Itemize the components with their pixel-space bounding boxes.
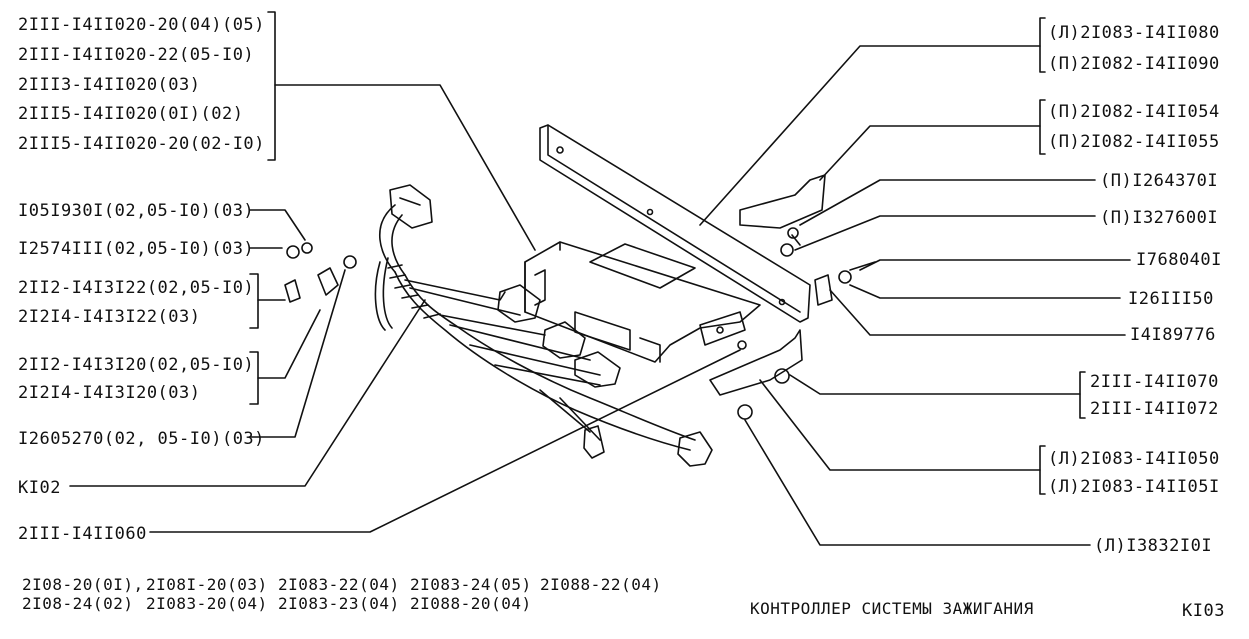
part-number: (Л)I3832I0I [1094, 536, 1213, 556]
part-number: 2III3-I4II020(03) [18, 75, 201, 95]
wiring-harness [374, 184, 713, 467]
part-number: 2III-I4II070 [1090, 372, 1219, 392]
part-number: (Л)2I083-I4II050 [1048, 449, 1220, 469]
part-number: 2I2I4-I4I3I22(03) [18, 307, 201, 327]
model-code: 2I083-23(04) [278, 594, 400, 613]
part-number: 2III-I4II072 [1090, 399, 1219, 419]
part-number: I4I89776 [1130, 325, 1216, 345]
mounting-plate [539, 124, 811, 323]
model-code: 2I083-20(04) [146, 594, 268, 613]
part-number: I768040I [1136, 250, 1222, 270]
part-number: 2III5-I4II020(0I)(02) [18, 104, 244, 124]
part-number: I26III50 [1128, 289, 1214, 309]
model-code: 2I083-24(05) [410, 575, 532, 594]
part-number: I2574III(02,05-I0)(03) [18, 239, 255, 259]
controller-unit [524, 241, 761, 363]
part-number: 2I2I4-I4I3I20(03) [18, 383, 201, 403]
model-code: 2I088-20(04) [410, 594, 532, 613]
small-hardware-right [709, 174, 876, 420]
model-code: 2I08-20(0I), [22, 575, 144, 594]
part-number: I05I930I(02,05-I0)(03) [18, 201, 255, 221]
part-number: (П)I264370I [1100, 171, 1219, 191]
part-number: 2II2-I4I3I20(02,05-I0) [18, 355, 255, 375]
part-number: 2III-I4II020-22(05-I0) [18, 45, 255, 65]
model-code: 2I08I-20(03) [146, 575, 268, 594]
part-number: (П)2I082-I4II055 [1048, 132, 1220, 152]
model-code: 2I083-22(04) [278, 575, 400, 594]
part-number: I2605270(02, 05-I0)(03) [18, 429, 265, 449]
part-number: (П)2I082-I4II090 [1048, 54, 1220, 74]
part-number: (П)2I082-I4II054 [1048, 102, 1220, 122]
part-number: (Л)2I083-I4II080 [1048, 23, 1220, 43]
part-number: 2III-I4II060 [18, 524, 147, 544]
part-number: (П)I327600I [1100, 208, 1219, 228]
model-code: 2I088-22(04) [540, 575, 662, 594]
small-hardware-left [284, 242, 357, 303]
part-number: (Л)2I083-I4II05I [1048, 477, 1220, 497]
part-number: 2III5-I4II020-20(02-I0) [18, 134, 265, 154]
part-number: 2II2-I4I3I22(02,05-I0) [18, 278, 255, 298]
part-number: 2III-I4II020-20(04)(05) [18, 15, 265, 35]
part-number: KI02 [18, 478, 61, 498]
diagram-title: КОНТРОЛЛЕР СИСТЕМЫ ЗАЖИГАНИЯ [750, 599, 1034, 618]
leader-lines [69, 11, 1131, 546]
model-code: 2I08-24(02) [22, 594, 134, 613]
page-code: KI03 [1182, 601, 1225, 621]
